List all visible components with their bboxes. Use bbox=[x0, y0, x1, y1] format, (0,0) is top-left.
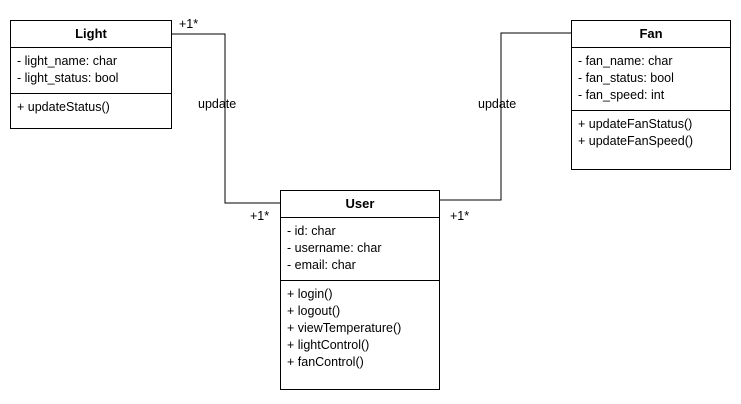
class-user-name: User bbox=[281, 191, 439, 218]
light-user-association-label: update bbox=[198, 97, 237, 111]
attribute: - email: char bbox=[287, 258, 356, 272]
method: + updateFanSpeed() bbox=[578, 134, 694, 148]
method: + viewTemperature() bbox=[287, 321, 402, 335]
class-light-attributes: - light_name: char - light_status: bool bbox=[11, 48, 171, 94]
class-fan-name: Fan bbox=[572, 21, 730, 48]
user-end-multiplicity-right: +1* bbox=[450, 209, 470, 223]
attribute: - username: char bbox=[287, 241, 382, 255]
class-fan-methods: + updateFanStatus() + updateFanSpeed() bbox=[572, 111, 730, 156]
method: + lightControl() bbox=[287, 338, 370, 352]
method: + updateFanStatus() bbox=[578, 117, 693, 131]
method: + fanControl() bbox=[287, 355, 364, 369]
fan-user-association bbox=[440, 32, 571, 201]
method: + logout() bbox=[287, 304, 341, 318]
class-fan-attributes: - fan_name: char - fan_status: bool - fa… bbox=[572, 48, 730, 111]
attribute: - fan_speed: int bbox=[578, 88, 665, 102]
light-end-multiplicity: +1* bbox=[179, 17, 199, 31]
class-fan[interactable]: Fan - fan_name: char - fan_status: bool … bbox=[571, 20, 731, 170]
user-end-multiplicity-left: +1* bbox=[250, 209, 270, 223]
class-light-name: Light bbox=[11, 21, 171, 48]
class-light[interactable]: Light - light_name: char - light_status:… bbox=[10, 20, 172, 129]
class-light-methods: + updateStatus() bbox=[11, 94, 171, 122]
attribute: - fan_status: bool bbox=[578, 71, 674, 85]
fan-user-association-label: update bbox=[478, 97, 517, 111]
class-user-methods: + login() + logout() + viewTemperature()… bbox=[281, 281, 439, 377]
class-user-attributes: - id: char - username: char - email: cha… bbox=[281, 218, 439, 281]
attribute: - light_status: bool bbox=[17, 71, 119, 85]
attribute: - id: char bbox=[287, 224, 336, 238]
method: + updateStatus() bbox=[17, 100, 110, 114]
attribute: - fan_name: char bbox=[578, 54, 673, 68]
class-user[interactable]: User - id: char - username: char - email… bbox=[280, 190, 440, 390]
attribute: - light_name: char bbox=[17, 54, 118, 68]
light-user-association bbox=[172, 33, 280, 204]
method: + login() bbox=[287, 287, 333, 301]
